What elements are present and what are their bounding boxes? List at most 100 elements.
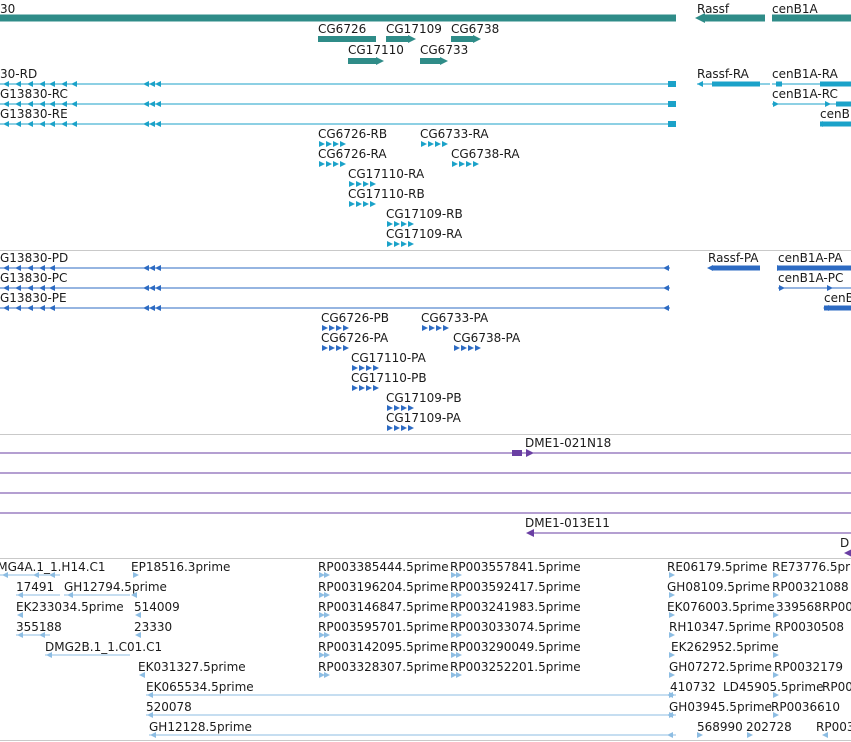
- transcript-label[interactable]: G13830-RC: [0, 87, 68, 101]
- gene-arrow[interactable]: [473, 35, 481, 43]
- strand-arrow[interactable]: [349, 181, 355, 187]
- strand-arrow[interactable]: [366, 365, 372, 371]
- strand-arrow[interactable]: [779, 285, 785, 291]
- est-label[interactable]: LD45905.5prime: [723, 680, 824, 694]
- translation-label[interactable]: cenB1A-PC: [778, 271, 844, 285]
- est-label[interactable]: RE73776.5prime: [772, 560, 851, 574]
- strand-arrow[interactable]: [155, 121, 161, 127]
- est-label[interactable]: RP00321088: [772, 580, 849, 594]
- strand-arrow[interactable]: [428, 141, 434, 147]
- strand-arrow[interactable]: [39, 285, 45, 291]
- strand-arrow[interactable]: [452, 161, 458, 167]
- strand-arrow[interactable]: [825, 101, 831, 107]
- strand-arrow[interactable]: [39, 265, 45, 271]
- exon-block[interactable]: [712, 265, 760, 271]
- strand-arrow[interactable]: [394, 405, 400, 411]
- gene-label[interactable]: cenB1A: [772, 2, 818, 16]
- translation-label[interactable]: G13830-PC: [0, 271, 68, 285]
- strand-arrow[interactable]: [773, 652, 779, 658]
- strand-arrow[interactable]: [408, 425, 414, 431]
- strand-arrow[interactable]: [429, 325, 435, 331]
- strand-arrow[interactable]: [49, 265, 55, 271]
- est-label[interactable]: GH08109.5prime: [667, 580, 770, 594]
- strand-arrow[interactable]: [27, 121, 33, 127]
- strand-arrow[interactable]: [149, 265, 155, 271]
- strand-arrow[interactable]: [394, 241, 400, 247]
- strand-arrow[interactable]: [133, 572, 139, 578]
- est-label[interactable]: EK031327.5prime: [138, 660, 246, 674]
- strand-arrow[interactable]: [326, 141, 332, 147]
- strand-arrow[interactable]: [150, 732, 156, 738]
- strand-arrow[interactable]: [456, 572, 462, 578]
- strand-arrow[interactable]: [451, 612, 457, 618]
- exon-block[interactable]: [778, 265, 851, 271]
- strand-arrow[interactable]: [49, 572, 55, 578]
- translation-label[interactable]: G13830-PE: [0, 291, 67, 305]
- translation-label[interactable]: CG6726-PA: [321, 331, 389, 345]
- strand-arrow[interactable]: [319, 672, 325, 678]
- est-label[interactable]: 202728: [746, 720, 792, 734]
- strand-arrow[interactable]: [773, 672, 779, 678]
- strand-arrow[interactable]: [149, 285, 155, 291]
- strand-arrow[interactable]: [17, 632, 23, 638]
- strand-arrow[interactable]: [149, 101, 155, 107]
- strand-arrow[interactable]: [363, 181, 369, 187]
- strand-arrow[interactable]: [319, 141, 325, 147]
- strand-arrow[interactable]: [319, 592, 325, 598]
- translation-label[interactable]: CG17109-PB: [386, 391, 462, 405]
- strand-arrow[interactable]: [46, 652, 52, 658]
- strand-arrow[interactable]: [773, 632, 779, 638]
- strand-arrow[interactable]: [456, 592, 462, 598]
- strand-arrow[interactable]: [17, 612, 23, 618]
- est-label[interactable]: RP003241983.5prime: [450, 600, 581, 614]
- est-label[interactable]: RP003196204.5prime: [318, 580, 449, 594]
- strand-arrow[interactable]: [143, 305, 149, 311]
- translation-label[interactable]: Rassf-PA: [708, 251, 759, 265]
- strand-arrow[interactable]: [456, 632, 462, 638]
- strand-arrow[interactable]: [822, 121, 828, 127]
- strand-arrow[interactable]: [669, 692, 675, 698]
- strand-arrow[interactable]: [443, 325, 449, 331]
- strand-arrow[interactable]: [422, 325, 428, 331]
- clone-label[interactable]: D: [840, 536, 850, 550]
- transcript-label[interactable]: 30-RD: [0, 67, 38, 81]
- strand-arrow[interactable]: [15, 81, 21, 87]
- strand-arrow[interactable]: [39, 81, 45, 87]
- strand-arrow[interactable]: [39, 305, 45, 311]
- est-label[interactable]: 355188: [16, 620, 62, 634]
- est-label[interactable]: RH10347.5prime: [669, 620, 771, 634]
- strand-arrow[interactable]: [343, 325, 349, 331]
- est-label[interactable]: RP00: [822, 600, 851, 614]
- strand-arrow[interactable]: [370, 201, 376, 207]
- translation-label[interactable]: CG17110-PA: [351, 351, 426, 365]
- strand-arrow[interactable]: [401, 425, 407, 431]
- strand-arrow[interactable]: [15, 101, 21, 107]
- strand-arrow[interactable]: [827, 285, 833, 291]
- strand-arrow[interactable]: [777, 265, 783, 271]
- est-label[interactable]: RP003385444.5prime: [318, 560, 449, 574]
- strand-arrow[interactable]: [2, 572, 8, 578]
- strand-arrow[interactable]: [773, 692, 779, 698]
- strand-arrow[interactable]: [663, 285, 669, 291]
- strand-arrow[interactable]: [401, 405, 407, 411]
- transcript-label[interactable]: CG17109-RB: [386, 207, 463, 221]
- gene-bar[interactable]: [451, 36, 474, 42]
- strand-arrow[interactable]: [27, 81, 33, 87]
- strand-arrow[interactable]: [324, 612, 330, 618]
- strand-arrow[interactable]: [387, 241, 393, 247]
- exon-block[interactable]: [668, 81, 676, 87]
- gene-arrow[interactable]: [408, 35, 416, 43]
- gene-label[interactable]: CG6738: [451, 22, 500, 36]
- strand-arrow[interactable]: [421, 141, 427, 147]
- strand-arrow[interactable]: [329, 325, 335, 331]
- strand-arrow[interactable]: [71, 101, 77, 107]
- est-label[interactable]: RP003033074.5prime: [450, 620, 581, 634]
- est-label[interactable]: RP003595701.5prime: [318, 620, 449, 634]
- strand-arrow[interactable]: [451, 672, 457, 678]
- strand-arrow[interactable]: [67, 592, 73, 598]
- strand-arrow[interactable]: [387, 425, 393, 431]
- exon-block[interactable]: [712, 81, 760, 87]
- gene-bar[interactable]: [318, 36, 376, 42]
- strand-arrow[interactable]: [340, 161, 346, 167]
- strand-arrow[interactable]: [147, 712, 153, 718]
